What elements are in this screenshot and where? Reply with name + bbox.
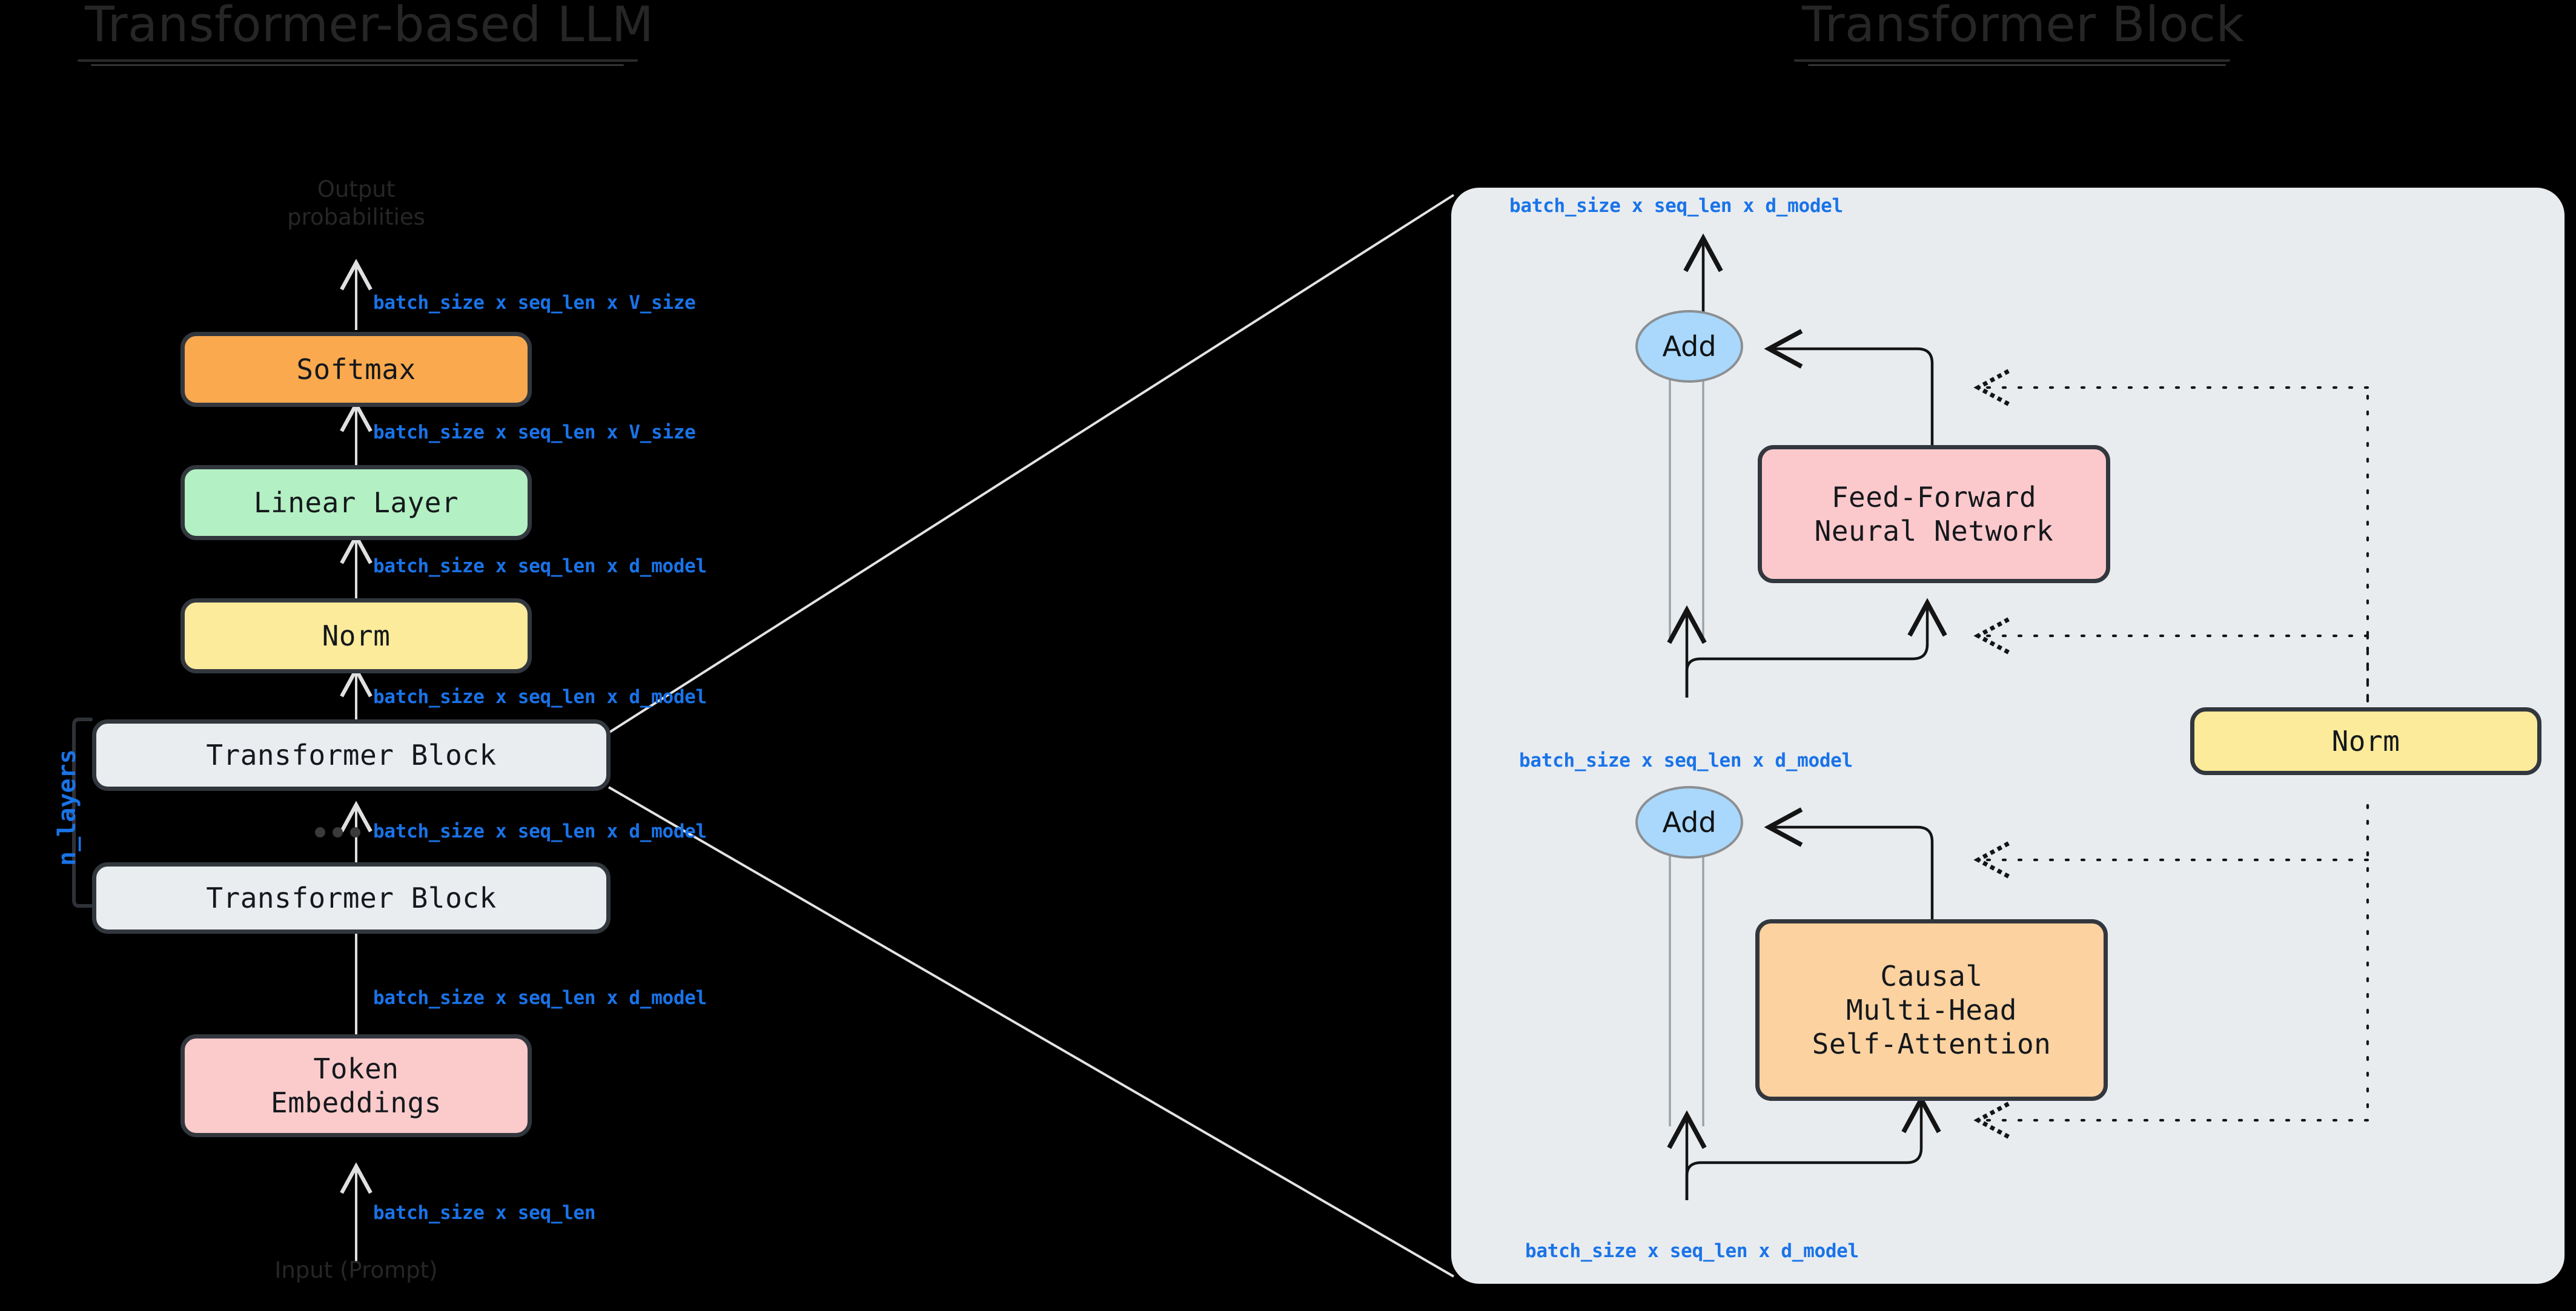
node-linear-layer[interactable]: Linear Layer <box>180 465 532 540</box>
dim-softmax-output: batch_size x seq_len x V_size <box>373 292 696 314</box>
node-transformer-block-lower[interactable]: Transformer Block <box>92 862 611 934</box>
node-add-bottom[interactable]: Add <box>1635 786 1743 859</box>
node-transformer-block-upper[interactable]: Transformer Block <box>92 719 611 791</box>
input-prompt-caption: Input (Prompt) <box>274 1257 438 1283</box>
node-token-embeddings[interactable]: Token Embeddings <box>180 1034 532 1137</box>
dim-between-blocks: batch_size x seq_len x d_model <box>373 821 707 842</box>
dim-block-mid: batch_size x seq_len x d_model <box>1519 750 1853 771</box>
right-title-underline <box>1794 59 2230 62</box>
dim-block-output: batch_size x seq_len x d_model <box>1509 195 1843 217</box>
node-softmax[interactable]: Softmax <box>180 332 532 407</box>
left-title-underline-2 <box>91 64 624 66</box>
dim-norm-to-linear: batch_size x seq_len x d_model <box>373 555 707 577</box>
node-feed-forward-network[interactable]: Feed-Forward Neural Network <box>1758 445 2110 583</box>
node-causal-multi-head-self-attention[interactable]: Causal Multi-Head Self-Attention <box>1755 919 2108 1101</box>
dim-embeddings-to-block: batch_size x seq_len x d_model <box>373 987 707 1009</box>
node-add-top[interactable]: Add <box>1635 310 1743 383</box>
right-title-underline-2 <box>1808 64 2226 66</box>
right-title: Transformer Block <box>1802 0 2245 53</box>
node-norm[interactable]: Norm <box>180 598 532 673</box>
dim-block-input: batch_size x seq_len x d_model <box>1525 1240 1859 1262</box>
dim-linear-to-softmax: batch_size x seq_len x V_size <box>373 421 696 443</box>
left-title: Transformer-based LLM <box>85 0 654 53</box>
left-title-underline <box>78 59 638 62</box>
dim-block-to-norm: batch_size x seq_len x d_model <box>373 686 707 708</box>
repeat-ellipsis <box>315 827 360 837</box>
dim-input-to-embeddings: batch_size x seq_len <box>373 1202 596 1224</box>
node-norm-detail[interactable]: Norm <box>2190 707 2541 775</box>
output-probabilities-caption: Output probabilities <box>287 176 425 231</box>
